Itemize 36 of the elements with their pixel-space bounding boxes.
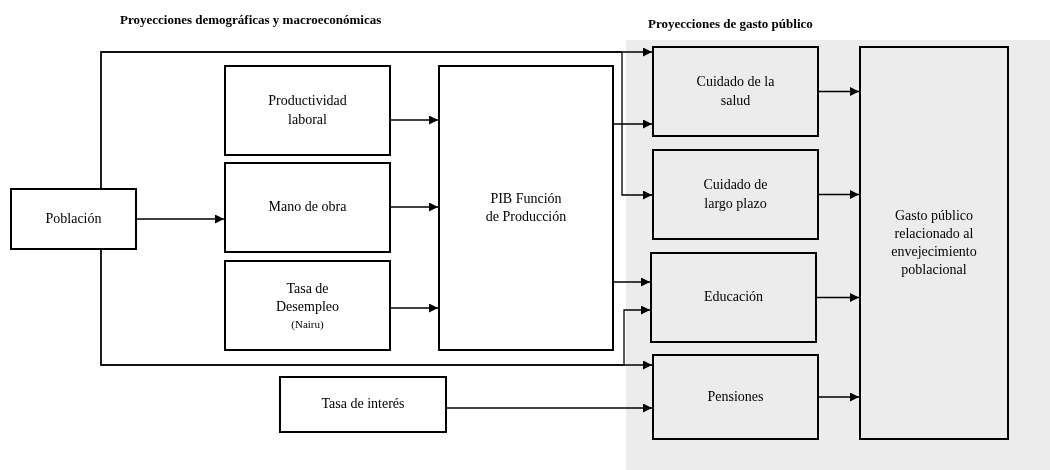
box-label: Productividad laboral	[267, 92, 348, 129]
arrow	[613, 119, 653, 129]
process-box	[224, 65, 391, 156]
arrow	[613, 277, 651, 287]
box-label: Educación	[703, 288, 764, 307]
section-heading: Proyecciones demográficas y macroeconómicas	[120, 12, 382, 28]
process-box	[10, 188, 137, 250]
process-box	[652, 354, 819, 440]
process-box	[652, 46, 819, 137]
process-box	[859, 46, 1009, 440]
box-label: Población	[45, 209, 102, 228]
arrow	[818, 87, 860, 96]
process-box	[224, 260, 391, 351]
arrow	[816, 293, 860, 302]
arrow	[446, 403, 653, 413]
process-box	[652, 149, 819, 240]
process-box	[224, 162, 391, 253]
process-box	[438, 65, 614, 351]
box-label: Tasa de Desempleo	[275, 280, 340, 317]
arrow	[390, 202, 439, 212]
box-label: Cuidado de largo plazo	[702, 176, 769, 213]
arrow	[136, 214, 225, 224]
arrow	[818, 190, 860, 199]
note-text: (Nairu)	[291, 316, 324, 331]
process-box	[650, 252, 817, 343]
arrow	[390, 303, 439, 313]
box-label: Gasto público relacionado al envejecimiento poblacional	[890, 206, 978, 280]
box-label: Cuidado de la salud	[695, 73, 776, 110]
box-label: Tasa de interés	[321, 395, 405, 414]
arrow	[390, 115, 439, 125]
process-box	[279, 376, 447, 433]
box-label: PIB Función de Producción	[484, 189, 568, 226]
arrow	[818, 392, 860, 402]
section-heading: Proyecciones de gasto público	[648, 16, 813, 33]
box-label: Pensiones	[707, 387, 764, 406]
box-label: Mano de obra	[268, 198, 347, 217]
